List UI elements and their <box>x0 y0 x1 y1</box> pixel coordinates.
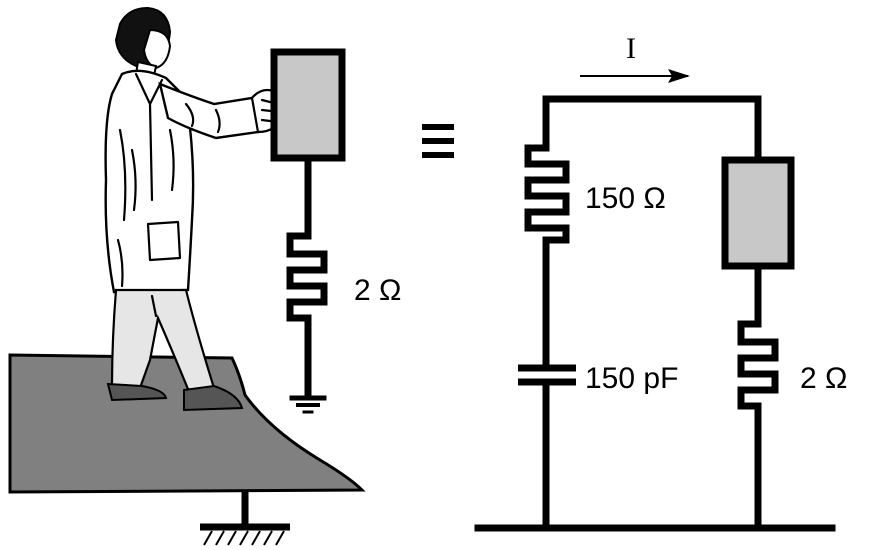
resistor-150-ohm-label: 150 Ω <box>585 182 666 215</box>
ground-symbol <box>289 395 327 414</box>
capacitor-label: 150 pF <box>585 362 678 395</box>
resistor-2-ohm-right <box>737 320 779 410</box>
floor-platform <box>8 353 366 494</box>
resistor-2-ohm-left-label: 2 Ω <box>354 274 401 307</box>
resistor-150-ohm <box>524 144 570 244</box>
resistor-2-ohm-left <box>286 232 328 322</box>
person-figure <box>104 6 284 412</box>
floor-ground-symbol <box>200 492 290 546</box>
equivalence-symbol <box>422 124 454 158</box>
top-wire <box>542 95 762 164</box>
device-box-equivalent <box>721 156 795 270</box>
current-arrow <box>580 69 690 83</box>
current-label: I <box>626 32 636 65</box>
resistor-2-ohm-right-label: 2 Ω <box>800 362 847 395</box>
device-box <box>270 48 346 162</box>
